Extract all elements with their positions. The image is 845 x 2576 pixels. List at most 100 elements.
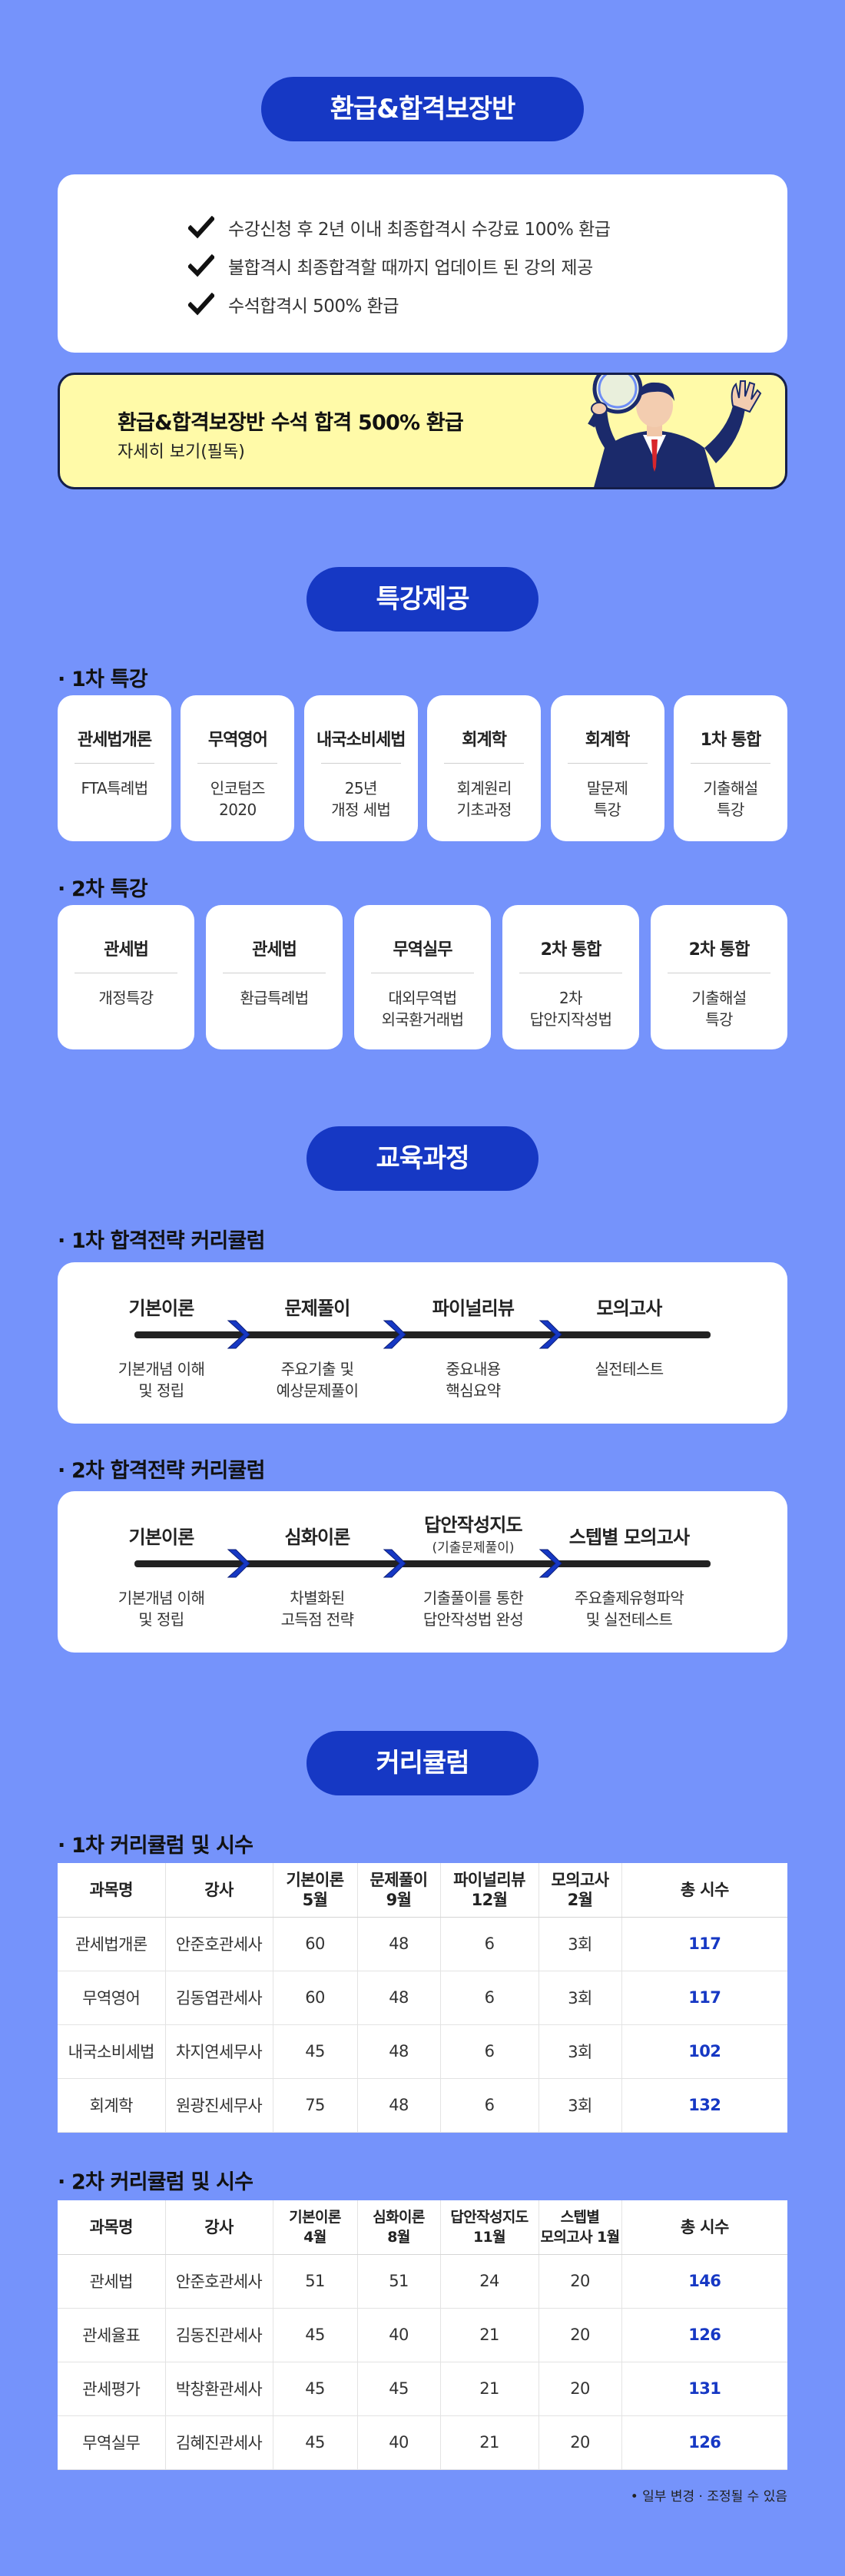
table-cell: 20 bbox=[538, 2362, 622, 2416]
lecture-card-desc: 말문제 특강 bbox=[586, 779, 628, 819]
table-cell: 관세평가 bbox=[58, 2362, 166, 2416]
lecture-card-divider bbox=[444, 763, 525, 764]
table-cell: 48 bbox=[357, 2024, 441, 2079]
step-desc: 기출풀이를 통한 답안작성법 완성 bbox=[422, 1589, 524, 1629]
table-cell: 45 bbox=[273, 2308, 358, 2362]
table-cell: 40 bbox=[357, 2308, 441, 2362]
total-hours-cell: 117 bbox=[621, 1917, 787, 1971]
checkmark-icon bbox=[188, 254, 214, 277]
education-title: 교육과정 bbox=[376, 1143, 469, 1174]
table-cell: 6 bbox=[440, 1917, 539, 1971]
table-cell: 회계학 bbox=[58, 2078, 166, 2133]
table-cell: 무역영어 bbox=[58, 1971, 166, 2025]
table-cell: 3회 bbox=[538, 2024, 622, 2079]
second-strategy-label: · 2차 합격전략 커리큘럼 bbox=[58, 1459, 265, 1483]
table-cell: 내국소비세법 bbox=[58, 2024, 166, 2079]
table-header-cell: 모의고사 2월 bbox=[538, 1863, 622, 1918]
step-title: 스텝별 모의고사 bbox=[568, 1527, 690, 1548]
table-cell: 3회 bbox=[538, 1971, 622, 2025]
checkmark-icon bbox=[188, 216, 214, 239]
lecture-card-divider bbox=[567, 763, 648, 764]
table-cell: 75 bbox=[273, 2078, 358, 2133]
total-hours-cell: 131 bbox=[621, 2362, 787, 2416]
lecture-card-title: 2차 통합 bbox=[688, 940, 751, 960]
lecture-card-title: 회계학 bbox=[462, 731, 507, 750]
step-title: 모의고사 bbox=[596, 1298, 662, 1319]
table-cell: 김혜진관세사 bbox=[165, 2415, 273, 2470]
table-cell: 40 bbox=[357, 2415, 441, 2470]
step-title-block: 문제풀이 bbox=[237, 1293, 398, 1320]
table-cell: 48 bbox=[357, 2078, 441, 2133]
step-title: 파이널리뷰 bbox=[432, 1298, 515, 1319]
table-cell: 3회 bbox=[538, 1917, 622, 1971]
lecture-card-title: 회계학 bbox=[585, 731, 631, 750]
refund-banner[interactable]: 환급&합격보장반 수석 합격 500% 환급 자세히 보기(필독) bbox=[58, 373, 787, 489]
table-cell: 관세율표 bbox=[58, 2308, 166, 2362]
step-title: 기본이론 bbox=[128, 1527, 194, 1548]
total-hours-cell: 117 bbox=[621, 1971, 787, 2025]
lecture-card-desc: 개정특강 bbox=[98, 989, 154, 1007]
businessman-magnifier-icon bbox=[588, 375, 762, 487]
lecture-card-divider bbox=[197, 763, 278, 764]
table-cell: 3회 bbox=[538, 2078, 622, 2133]
table-header-cell: 강사 bbox=[165, 2200, 273, 2255]
lecture-card-divider bbox=[75, 763, 154, 764]
special-title: 특강제공 bbox=[376, 584, 469, 615]
chevron-right-icon bbox=[227, 1320, 250, 1349]
chevron-right-icon bbox=[227, 1549, 250, 1578]
step-desc: 기본개념 이해 및 정립 bbox=[118, 1589, 205, 1629]
table-cell: 6 bbox=[440, 2078, 539, 2133]
table-header-cell: 문제풀이 9월 bbox=[357, 1863, 441, 1918]
table-cell: 48 bbox=[357, 1971, 441, 2025]
table-cell: 박창환관세사 bbox=[165, 2362, 273, 2416]
step-desc: 주요출제유형파악 및 실전테스트 bbox=[574, 1589, 684, 1629]
table-cell: 김동엽관세사 bbox=[165, 1971, 273, 2025]
special-title-pill: 특강제공 bbox=[307, 567, 538, 632]
lecture-card-desc: 회계원리 기초과정 bbox=[456, 779, 512, 819]
step-title-block: 심화이론 bbox=[237, 1522, 398, 1549]
change-notice: • 일부 변경 · 조정될 수 있음 bbox=[630, 2489, 787, 2505]
step-subtitle: (기출문제풀이) bbox=[432, 1540, 515, 1556]
table-cell: 21 bbox=[440, 2308, 539, 2362]
table-cell: 48 bbox=[357, 1917, 441, 1971]
checkmark-icon bbox=[188, 293, 214, 316]
total-hours-cell: 102 bbox=[621, 2024, 787, 2079]
refund-title-pill: 환급&합격보장반 bbox=[261, 77, 584, 141]
step-desc: 기본개념 이해 및 정립 bbox=[118, 1360, 205, 1400]
refund-banner-detail-link[interactable]: 자세히 보기(필독) bbox=[118, 443, 245, 462]
curriculum-title-pill: 커리큘럼 bbox=[307, 1731, 538, 1795]
lecture-card-title: 2차 통합 bbox=[540, 940, 602, 960]
lecture-card-divider bbox=[320, 763, 401, 764]
step-title-block: 기본이론 bbox=[81, 1293, 242, 1320]
step-title-block: 기본이론 bbox=[81, 1522, 242, 1549]
table-cell: 45 bbox=[273, 2362, 358, 2416]
table-cell: 6 bbox=[440, 1971, 539, 2025]
step-desc: 중요내용 핵심요약 bbox=[446, 1360, 501, 1400]
check-text: 불합격시 최종합격할 때까지 업데이트 된 강의 제공 bbox=[228, 258, 593, 278]
step-title: 답안작성지도 bbox=[424, 1514, 522, 1536]
lecture-card-desc: 기출해설 특강 bbox=[691, 989, 747, 1029]
table-cell: 안준호관세사 bbox=[165, 1917, 273, 1971]
lecture-card-title: 관세법 bbox=[252, 940, 297, 960]
table-cell: 6 bbox=[440, 2024, 539, 2079]
check-text: 수강신청 후 2년 이내 최종합격시 수강료 100% 환급 bbox=[228, 220, 611, 240]
